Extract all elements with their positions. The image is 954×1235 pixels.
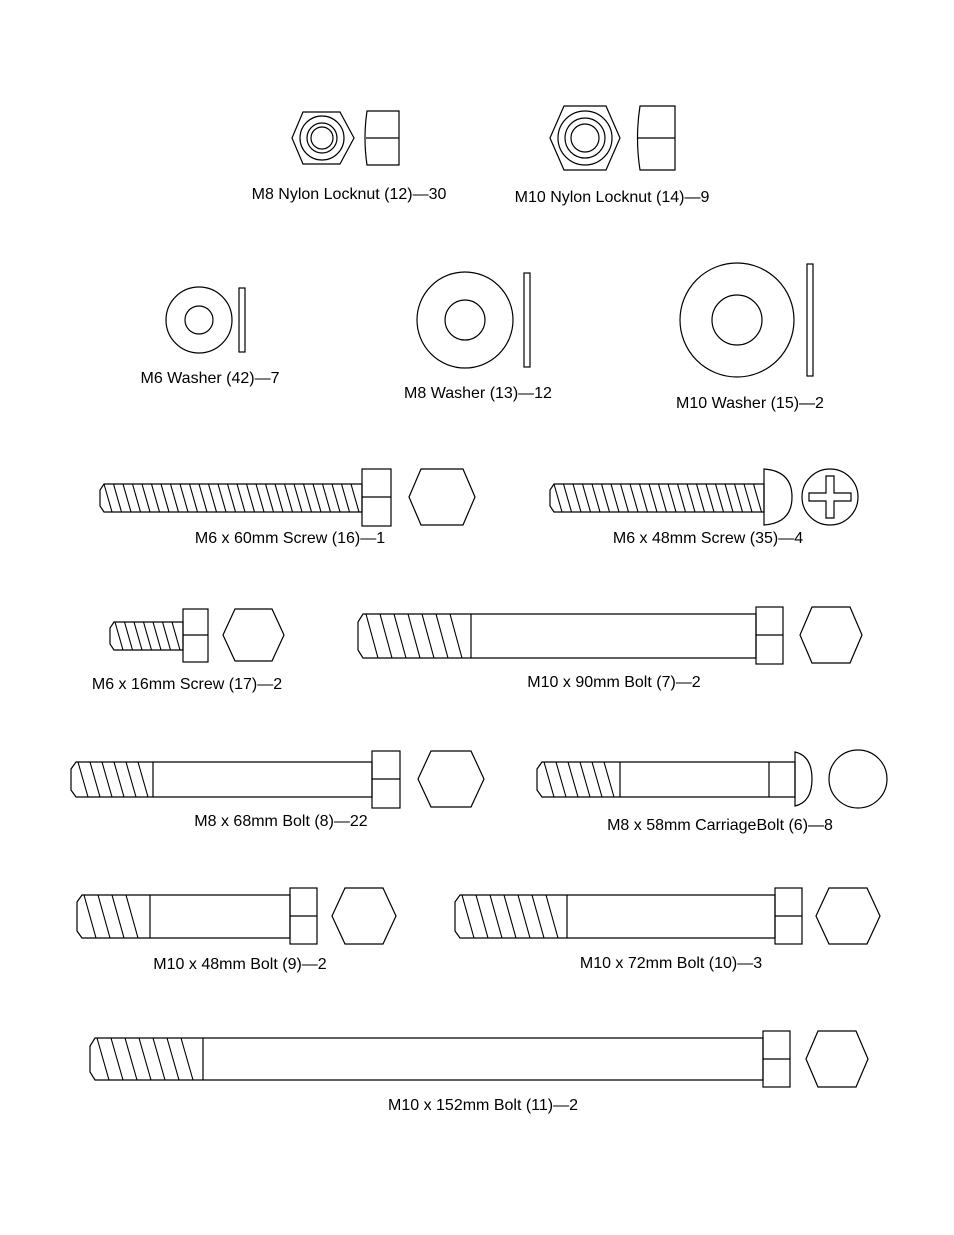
m6x16-screw-drawing xyxy=(109,608,285,663)
m10-washer-drawing xyxy=(679,262,814,378)
m10-locknut-drawing xyxy=(549,105,676,171)
m8x58-carriage-bolt-label: M8 x 58mm CarriageBolt (6)—8 xyxy=(607,817,833,834)
m6-washer-drawing xyxy=(165,286,246,354)
m6x16-screw-label: M6 x 16mm Screw (17)—2 xyxy=(91,676,283,693)
m6x48-screw-drawing xyxy=(549,468,859,526)
m8x58-carriage-bolt-drawing xyxy=(536,749,888,809)
m10x72-bolt-label: M10 x 72mm Bolt (10)—3 xyxy=(579,955,763,972)
m10x152-bolt-label: M10 x 152mm Bolt (11)—2 xyxy=(388,1097,578,1114)
m10-locknut-label: M10 Nylon Locknut (14)—9 xyxy=(514,189,710,206)
m10x152-bolt-drawing xyxy=(89,1030,869,1088)
m8x68-bolt-label: M8 x 68mm Bolt (8)—22 xyxy=(194,813,368,830)
m6x48-screw-label: M6 x 48mm Screw (35)—4 xyxy=(612,530,804,547)
m10-washer-label: M10 Washer (15)—2 xyxy=(676,395,824,412)
m10x48-bolt-label: M10 x 48mm Bolt (9)—2 xyxy=(153,956,327,973)
m10x90-bolt-drawing xyxy=(357,606,863,665)
m6-washer-label: M6 Washer (42)—7 xyxy=(140,370,280,387)
m6x60-screw-drawing xyxy=(99,468,476,527)
m8-locknut-drawing xyxy=(291,110,400,166)
m10x90-bolt-label: M10 x 90mm Bolt (7)—2 xyxy=(527,674,701,691)
m10x48-bolt-drawing xyxy=(76,887,397,945)
m8-washer-label: M8 Washer (13)—12 xyxy=(404,385,552,402)
m8x68-bolt-drawing xyxy=(70,750,485,809)
m8-washer-drawing xyxy=(416,271,531,369)
m8-locknut-label: M8 Nylon Locknut (12)—30 xyxy=(251,186,447,203)
m10x72-bolt-drawing xyxy=(454,887,881,945)
m6x60-screw-label: M6 x 60mm Screw (16)—1 xyxy=(194,530,386,547)
